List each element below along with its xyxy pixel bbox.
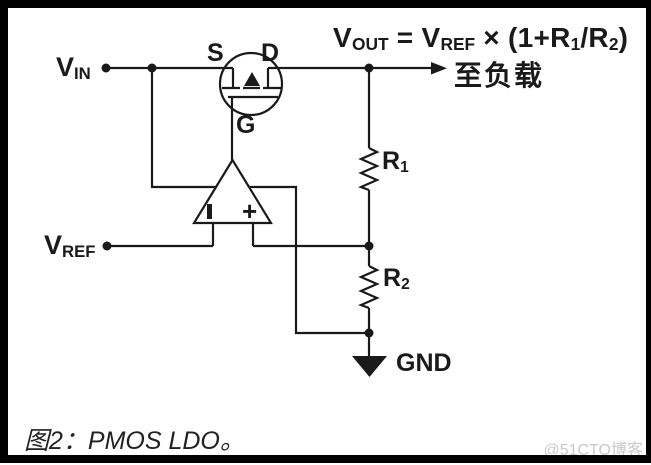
- resistor-r2-zigzag: [358, 265, 380, 310]
- vin-terminal-dot: [101, 63, 111, 73]
- r1-label-sub: 1: [400, 158, 409, 176]
- formula-div: /R: [580, 22, 609, 53]
- feedback-node-dot: [364, 241, 374, 251]
- vin-label: VIN: [56, 54, 91, 83]
- r1-label-base: R: [382, 147, 401, 175]
- r2-label: R2: [383, 264, 410, 293]
- vref-terminal-dot: [102, 241, 112, 251]
- vref-label: VREF: [44, 232, 96, 261]
- formula-eq: = V: [388, 22, 441, 53]
- gnd-label: GND: [396, 349, 452, 377]
- formula-close: ): [618, 22, 629, 53]
- vref-label-base: V: [44, 230, 63, 260]
- mosfet-gate-label: G: [236, 111, 256, 139]
- resistor-r1-zigzag: [358, 147, 380, 192]
- opamp-plus-marker: +: [242, 196, 258, 226]
- vout-formula: VOUT = VREF × (1+R1/R2): [333, 22, 628, 55]
- to-load-label: 至负载: [454, 60, 545, 91]
- mosfet-source-label: S: [207, 39, 224, 67]
- r2-label-sub: 2: [401, 275, 410, 293]
- formula-r1-sub: 1: [570, 34, 581, 55]
- wire-opamp-to-gnd: [249, 185, 369, 335]
- gnd-symbol-icon: [352, 356, 387, 377]
- vin-branch-dot: [147, 63, 157, 73]
- vin-label-base: V: [56, 52, 75, 82]
- formula-vout-sub: OUT: [351, 34, 389, 55]
- opamp-minus-marker: [207, 204, 212, 219]
- r1-label: R1: [382, 147, 409, 176]
- formula-v: V: [333, 22, 352, 53]
- gnd-node-dot: [364, 328, 374, 338]
- vref-label-sub: REF: [62, 242, 96, 261]
- formula-vref-sub: REF: [440, 34, 476, 55]
- watermark: @51CTO博客: [543, 442, 643, 459]
- vout-node-dot: [364, 63, 374, 73]
- formula-r2-sub: 2: [608, 34, 619, 55]
- r2-label-base: R: [383, 264, 402, 292]
- mosfet-circle: [218, 51, 284, 117]
- load-arrowhead-icon: [431, 62, 447, 75]
- wire-vin-to-opamp: [150, 68, 217, 189]
- vin-label-sub: IN: [74, 64, 91, 83]
- mosfet-drain-label: D: [261, 39, 280, 67]
- figure-caption: 图2：PMOS LDO。: [24, 427, 245, 455]
- formula-mult: × (1+R: [475, 22, 571, 53]
- opamp-triangle: [192, 157, 273, 225]
- mosfet-arrow-icon: [244, 72, 260, 86]
